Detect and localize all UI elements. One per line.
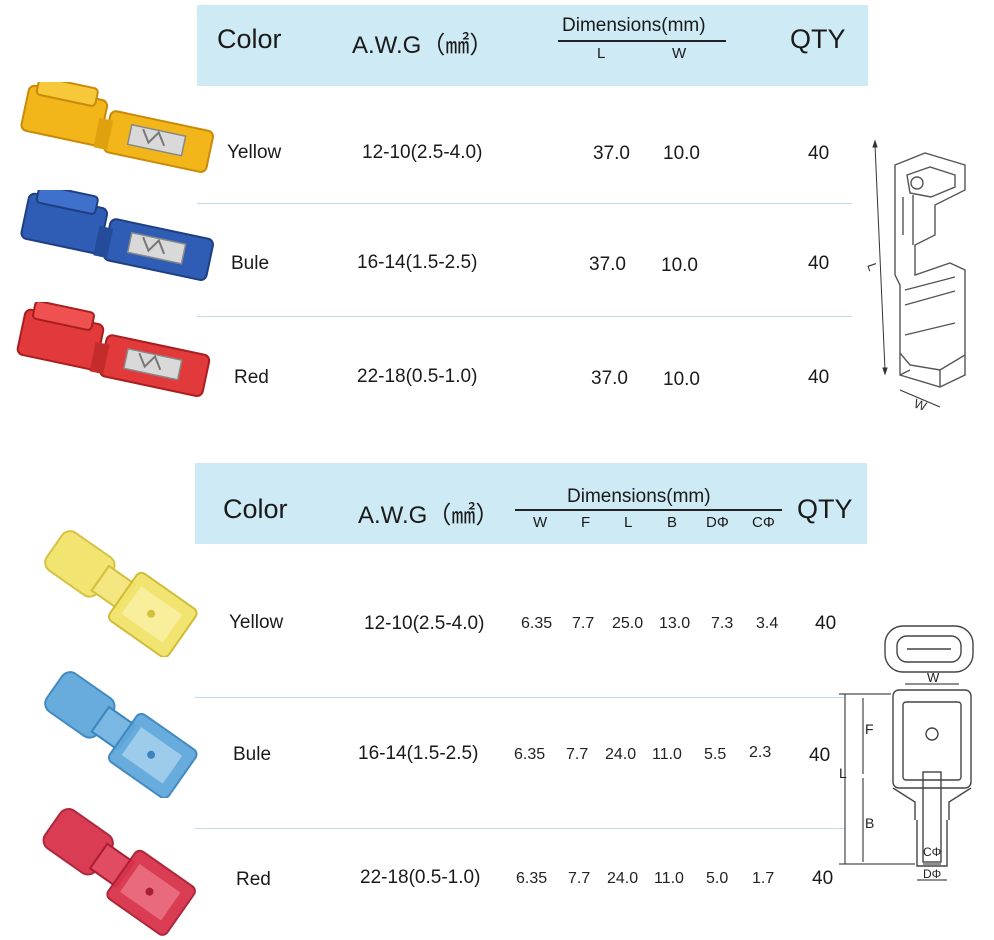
t-tap-diagram-label-w: W: [912, 396, 929, 415]
table2-row3-d: 5.0: [706, 870, 729, 887]
table2-dim-col-f: F: [581, 514, 591, 531]
table2-row3-c: 1.7: [752, 870, 775, 887]
table2-dim-col-d: DΦ: [706, 514, 729, 531]
t-tap-diagram-label-l: L: [864, 261, 881, 273]
table1-header-awg: A.W.G（㎟）: [352, 32, 494, 59]
table2-header: [195, 463, 867, 544]
table1-dim-col-l: L: [597, 45, 606, 62]
table2-row3-w: 6.35: [516, 870, 548, 887]
blue-t-tap-connector-image: [20, 190, 214, 281]
table1-header-dimensions: Dimensions(mm): [562, 15, 706, 36]
spade-connector-dimension-diagram: W F L B CΦ DΦ: [839, 625, 974, 881]
spade-diagram-label-d: DΦ: [923, 867, 941, 881]
table2-row1-b: 13.0: [659, 615, 691, 632]
spade-diagram-label-f: F: [865, 721, 874, 737]
table1-separator: [197, 203, 852, 204]
table1-row2-qty: 40: [808, 253, 830, 274]
table1-row3-l: 37.0: [591, 368, 628, 389]
table2-row2-d: 5.5: [704, 746, 727, 763]
red-t-tap-connector-image: [16, 302, 211, 397]
table2-row2-b: 11.0: [652, 746, 682, 763]
table2-separator: [195, 697, 845, 698]
table1-row2-color: Bule: [231, 253, 270, 274]
table2-row1-f: 7.7: [572, 615, 595, 632]
table2-row2-qty: 40: [809, 745, 831, 766]
table2-dim-col-c: CΦ: [752, 514, 775, 531]
blue-nylon-spade-connector-image: [44, 671, 198, 798]
table1-row2-awg: 16-14(1.5-2.5): [357, 252, 478, 273]
table2-row3-awg: 22-18(0.5-1.0): [360, 867, 481, 888]
table1-dim-col-w: W: [672, 45, 687, 62]
table2-row1-color: Yellow: [229, 612, 284, 633]
table1-row1-w: 10.0: [663, 143, 700, 164]
table2-row2-l: 24.0: [605, 746, 637, 763]
table2-dim-underline: [515, 509, 782, 511]
table2-row2-f: 7.7: [566, 746, 589, 763]
table2-dim-col-l: L: [624, 514, 633, 531]
table2-dim-col-b: B: [667, 514, 678, 531]
table1-row1-color: Yellow: [227, 142, 282, 163]
table1-row2-w: 10.0: [661, 255, 698, 276]
table1-header: [197, 5, 868, 86]
table1-row3-color: Red: [234, 367, 269, 388]
table1-header-qty: QTY: [790, 24, 846, 54]
spade-diagram-label-w: W: [927, 670, 940, 685]
table2-row1-d: 7.3: [711, 615, 734, 632]
table1-row1-qty: 40: [808, 143, 830, 164]
table1-row3-qty: 40: [808, 367, 830, 388]
table2-row3-l: 24.0: [607, 870, 639, 887]
table1-separator: [197, 316, 852, 317]
table2-header-awg: A.W.G（㎟）: [358, 502, 500, 529]
table2-header-dimensions: Dimensions(mm): [567, 486, 711, 507]
table2-row2-awg: 16-14(1.5-2.5): [358, 743, 479, 764]
table1-header-color: Color: [217, 24, 282, 54]
table1-row1-l: 37.0: [593, 143, 630, 164]
table2-row1-l: 25.0: [612, 615, 644, 632]
table2-separator: [195, 828, 845, 829]
red-nylon-spade-connector-image: [42, 808, 196, 936]
table2-dim-col-w: W: [533, 514, 548, 531]
table2-row3-color: Red: [236, 869, 271, 890]
table2-row3-b: 11.0: [654, 870, 684, 887]
table2-row2-w: 6.35: [514, 746, 546, 763]
yellow-nylon-spade-connector-image: [44, 530, 198, 657]
table1-row2-l: 37.0: [589, 254, 626, 275]
table2-row2-color: Bule: [233, 744, 272, 765]
table1-dim-underline: [558, 40, 726, 42]
table2-row2-c: 2.3: [749, 744, 772, 761]
table2-header-qty: QTY: [797, 494, 853, 524]
spade-diagram-label-c: CΦ: [923, 845, 941, 859]
spade-diagram-label-l: L: [839, 765, 847, 781]
table2-row1-c: 3.4: [756, 615, 779, 632]
yellow-t-tap-connector-image: [20, 82, 214, 173]
table1-row1-awg: 12-10(2.5-4.0): [362, 142, 483, 163]
table2-row3-f: 7.7: [568, 870, 591, 887]
spade-diagram-label-b: B: [865, 815, 874, 831]
table2-row3-qty: 40: [812, 868, 834, 889]
table1-row3-w: 10.0: [663, 369, 700, 390]
table1-row3-awg: 22-18(0.5-1.0): [357, 366, 478, 387]
table2-header-color: Color: [223, 494, 288, 524]
table2-row1-w: 6.35: [521, 615, 553, 632]
table2-row1-awg: 12-10(2.5-4.0): [364, 613, 485, 634]
table2-row1-qty: 40: [815, 613, 837, 634]
t-tap-dimension-diagram: L W: [864, 139, 966, 415]
